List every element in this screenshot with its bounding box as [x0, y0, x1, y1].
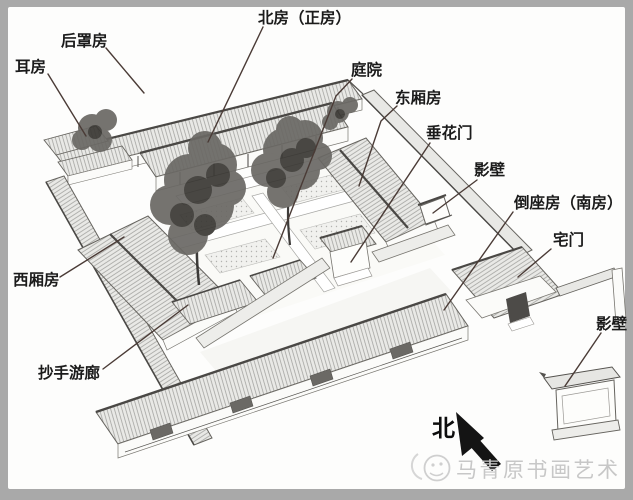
label-courtyard: 庭院 — [351, 60, 383, 79]
part-labels: 耳房 后罩房 北房（正房） 庭院 东厢房 垂花门 影壁 倒座房（南房） 宅门 西… — [13, 8, 628, 382]
label-west-wing-rooms: 西厢房 — [13, 270, 60, 289]
label-residence-gate: 宅门 — [553, 230, 584, 249]
tree-large — [150, 131, 246, 286]
leader-south-reverse-rooms — [443, 211, 514, 311]
label-rear-cover-rooms: 后罩房 — [61, 31, 108, 50]
watermark: 马青原书画艺术 — [410, 453, 621, 482]
leader-east-wing — [358, 105, 398, 187]
watermark-face-logo-icon — [410, 453, 451, 482]
leader-rear-cover-rooms — [105, 47, 145, 94]
leader-west-wing — [59, 236, 125, 278]
leader-screen-wall-outer — [564, 332, 602, 387]
label-screen-wall-outer: 影壁 — [596, 314, 628, 333]
label-south-reverse-rooms: 倒座房（南房） — [513, 193, 623, 212]
shrub-left — [72, 109, 117, 152]
leader-screen-wall-inner — [432, 179, 478, 214]
south-reverse-rooms-building — [95, 292, 469, 459]
label-festoon-gate: 垂花门 — [426, 123, 473, 142]
label-ear-rooms: 耳房 — [15, 57, 46, 76]
leader-ear-rooms — [47, 73, 87, 137]
leader-lines — [47, 26, 602, 387]
leader-festoon-gate — [350, 142, 431, 263]
inner-dividing-wall — [195, 224, 456, 349]
shrub-right — [322, 97, 358, 130]
leader-courtyard — [272, 78, 353, 259]
north-arrow-icon — [456, 412, 501, 471]
leader-north-main-hall — [207, 26, 264, 143]
north-label: 北 — [432, 416, 455, 442]
watermark-text: 马青原书画艺术 — [456, 458, 621, 482]
tree-medium — [251, 116, 332, 246]
festoon-gate-structure — [319, 225, 377, 287]
residence-gate-building — [451, 245, 565, 332]
leader-corridor — [102, 304, 189, 370]
label-screen-wall-inner: 影壁 — [474, 160, 506, 179]
label-east-wing-rooms: 东厢房 — [395, 88, 442, 107]
southeast-outer-wall — [555, 267, 627, 325]
label-north-main-hall: 北房（正房） — [258, 8, 351, 27]
east-outer-wall — [361, 89, 533, 257]
outer-screen-wall — [539, 366, 621, 441]
courtyard-trees — [72, 97, 358, 286]
label-wrap-around-corridor: 抄手游廊 — [38, 363, 101, 382]
leader-residence-gate — [517, 248, 552, 278]
north-compass: 北 — [432, 412, 501, 471]
